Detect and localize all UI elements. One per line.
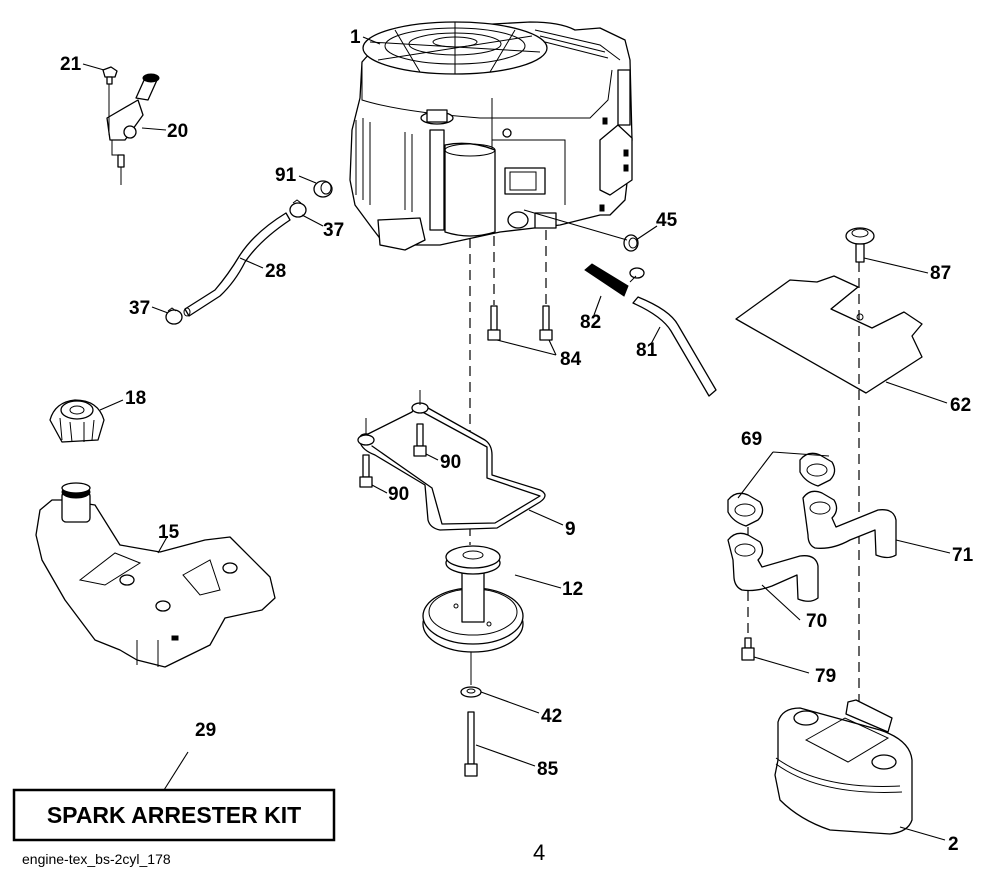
callout-engine: 1 [350,27,361,48]
pulley-guard-part [357,402,546,531]
nut-45-part [623,234,639,252]
callout-spark-arrester-kit: 29 [195,720,216,741]
screw-79-part [741,637,755,661]
callout-fuel-tank: 15 [158,522,180,543]
callout-bolt-90-lower: 90 [388,484,409,505]
callout-heat-shield: 62 [950,395,971,416]
callout-nut-45: 45 [656,210,678,231]
spark-arrester-kit-label: SPARK ARRESTER KIT [47,802,301,828]
callout-fuel-cap: 18 [125,388,146,409]
callout-washer: 42 [541,706,562,727]
knob-87-part [845,227,875,263]
callout-pulley: 12 [562,579,583,600]
fuel-cap-part [49,399,105,443]
engine-part [349,21,633,251]
callout-drain-hose: 81 [636,340,658,361]
drain-hose-part [632,296,717,397]
callout-pulley-guard: 9 [565,519,576,540]
gaskets-part [727,452,836,527]
page-number: 4 [533,840,545,865]
spark-arrester-kit-box [12,788,336,842]
hose-clamp-lower-part [165,307,183,325]
bolt-90-upper-part [413,390,427,457]
callout-nut-91: 91 [275,165,297,186]
callout-knob-87: 87 [930,263,951,284]
fuel-tank-part [35,482,276,668]
washer-part [460,686,482,698]
nut-91-part [313,180,333,198]
file-name-label: engine-tex_bs-2cyl_178 [22,851,171,867]
callout-hose-clamp-upper: 37 [323,220,344,241]
screw-21-part [102,66,118,135]
exhaust-pipe-right-part [802,490,897,559]
callout-exhaust-pipe-right: 71 [952,545,974,566]
callout-drain-valve: 82 [580,312,601,333]
bolt-85-part [464,711,478,777]
fuel-hose-part [183,212,291,317]
callout-throttle-control: 20 [167,121,188,142]
callout-gasket: 69 [741,429,762,450]
callout-screw-79: 79 [815,666,836,687]
pulley-part [422,545,524,685]
callout-exhaust-pipe-left: 70 [806,611,827,632]
callout-muffler: 2 [948,834,959,855]
hose-clamp-upper-part [289,199,307,218]
bolts-84-part [487,230,553,341]
drain-valve-part [584,263,645,297]
leader-lines [82,36,951,841]
callout-hose-clamp-lower: 37 [129,298,150,319]
callout-fuel-hose: 28 [265,261,286,282]
heat-shield-part [735,275,923,394]
bolt-90-lower-part [359,418,373,488]
callout-bolt-85: 85 [537,759,559,780]
callout-bolt-84: 84 [560,349,582,370]
throttle-control-part [106,73,160,185]
exhaust-pipe-left-part [727,532,819,602]
muffler-part [774,699,913,835]
callout-screw-21: 21 [60,54,82,75]
callout-bolt-90-upper: 90 [440,452,461,473]
